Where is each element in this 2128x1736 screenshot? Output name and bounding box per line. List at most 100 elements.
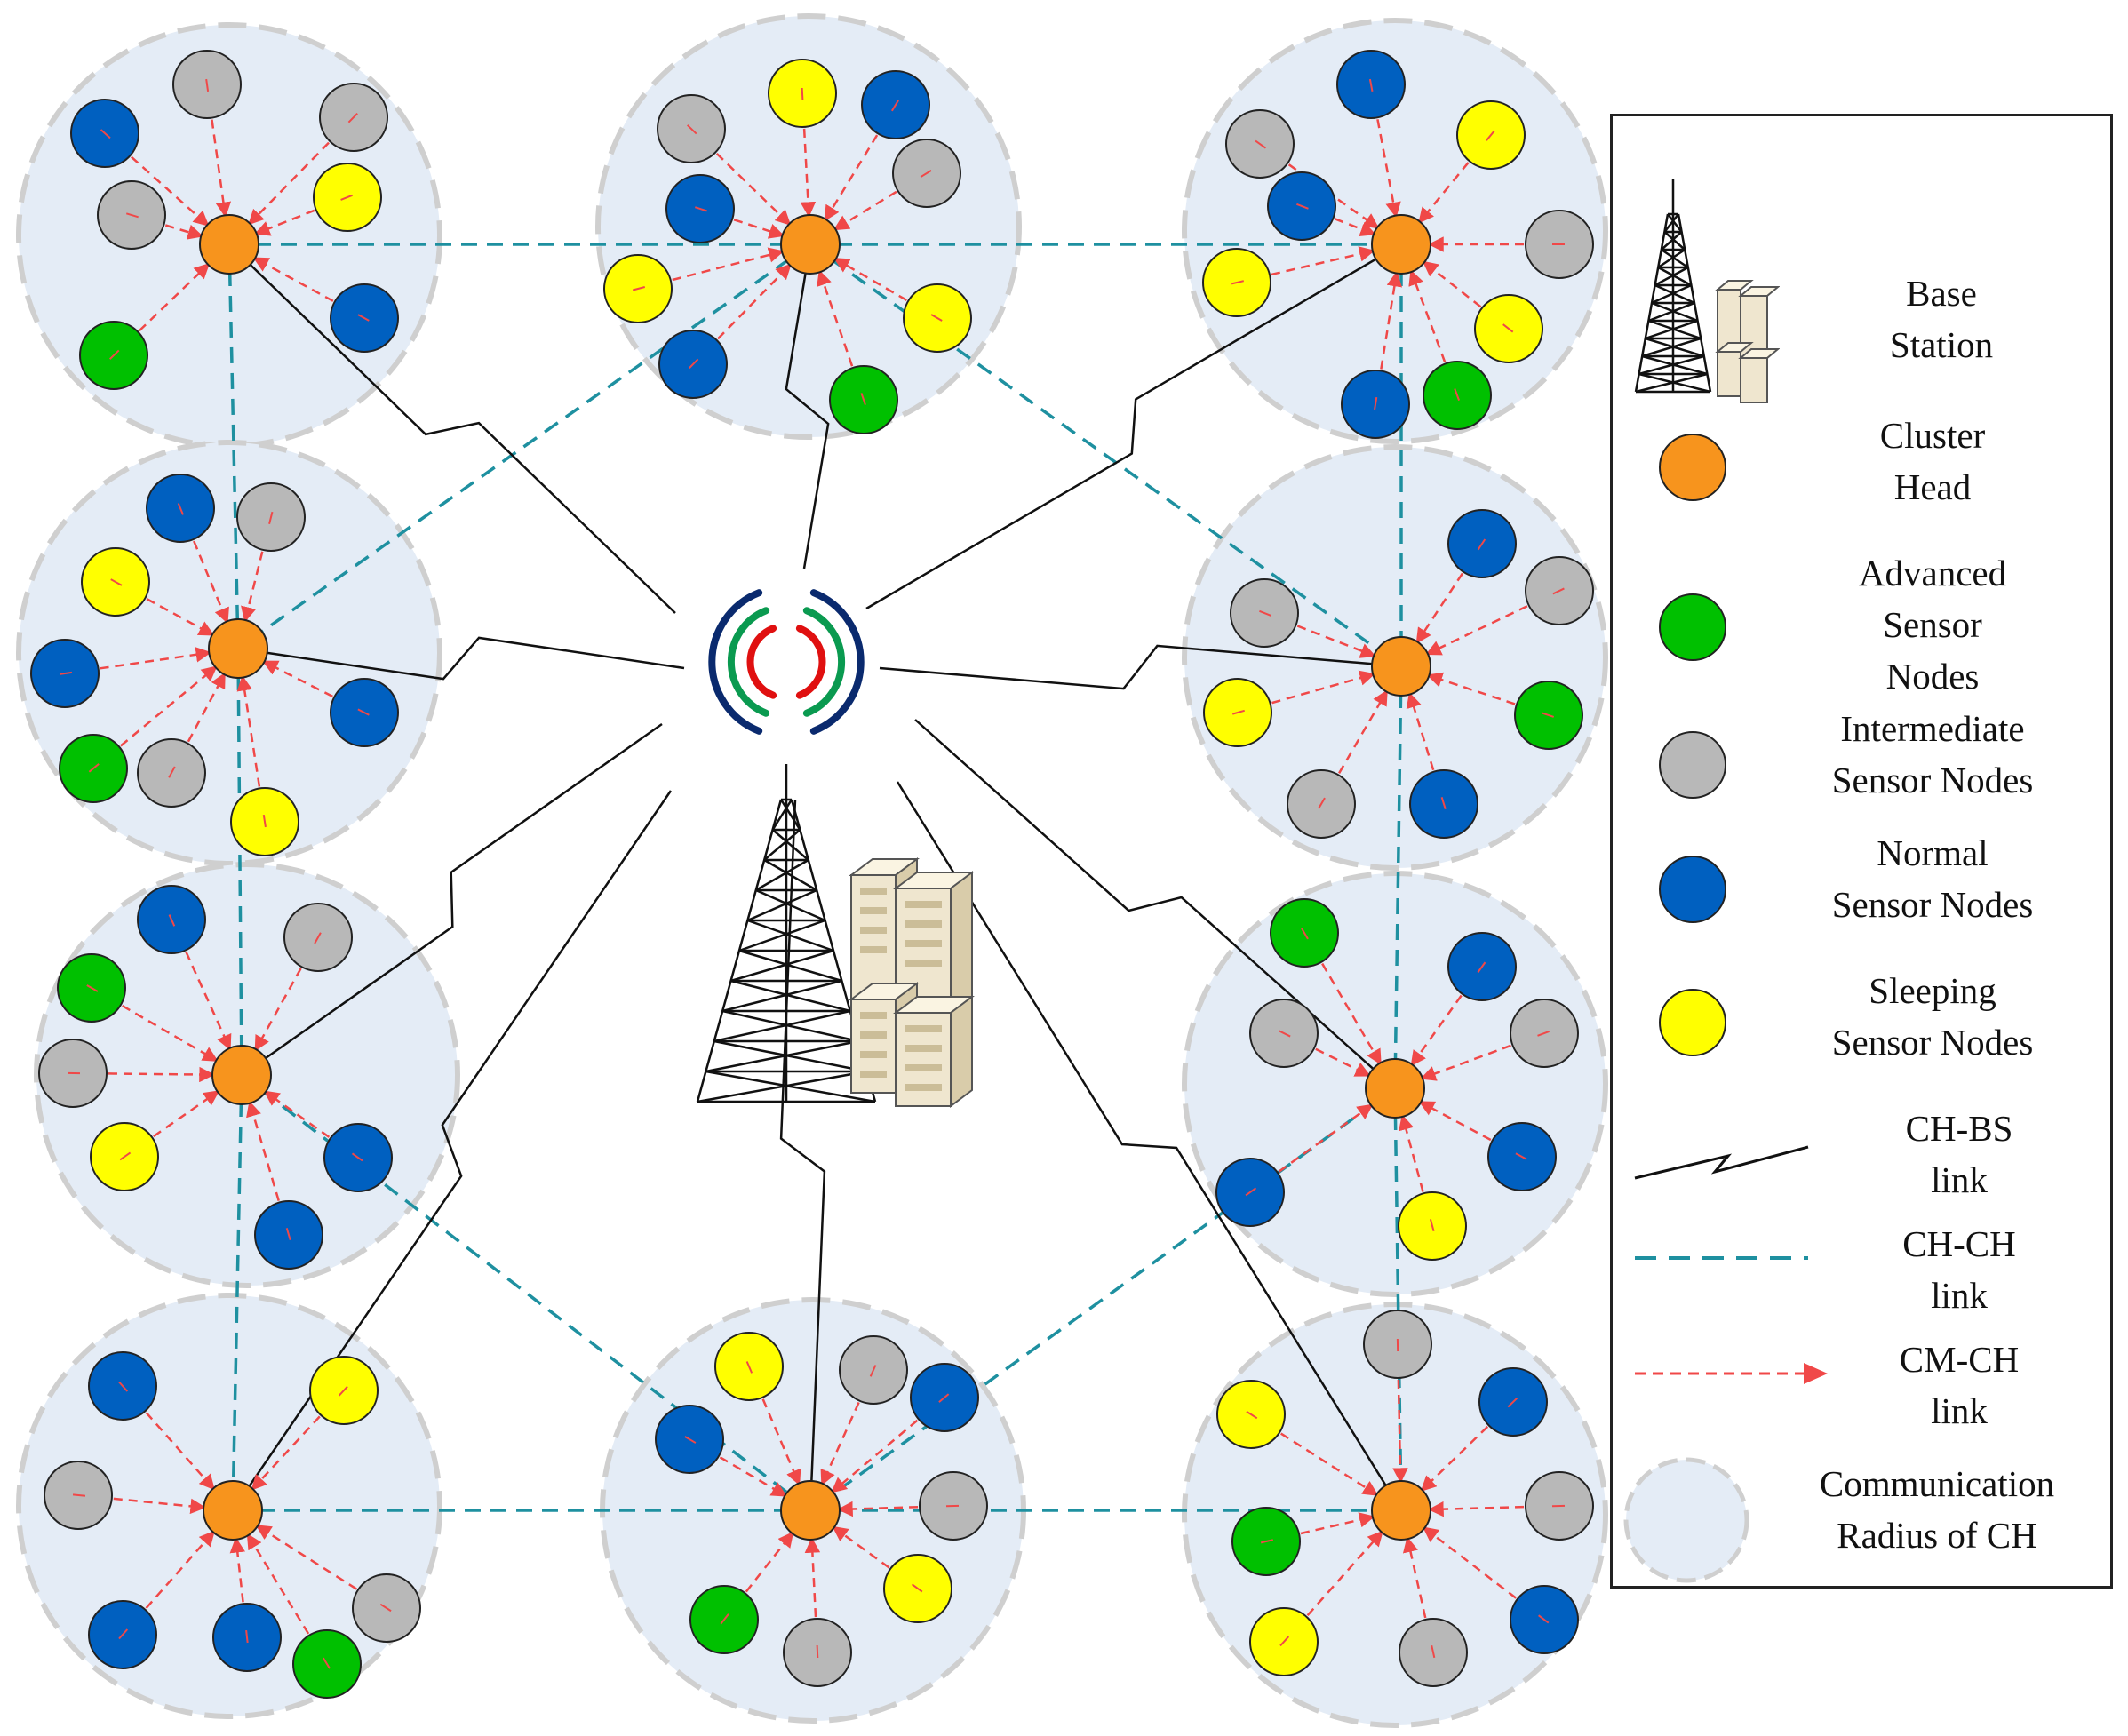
cm-ch-link bbox=[236, 674, 261, 787]
cm-ch-links bbox=[100, 119, 1528, 1635]
legend-label: Intermediate bbox=[1840, 708, 2025, 749]
tower-strut bbox=[1654, 266, 1689, 287]
cm-ch-link bbox=[1420, 1044, 1511, 1081]
cm-ch-link bbox=[261, 660, 333, 698]
node-direction-tick bbox=[1259, 609, 1271, 617]
node-direction-tick bbox=[1507, 1398, 1518, 1408]
base-station-icon bbox=[696, 589, 975, 1108]
node-direction-tick bbox=[108, 349, 120, 360]
server-slot bbox=[905, 920, 942, 928]
cm-ch-link bbox=[1426, 672, 1516, 705]
ch-bs-link-icon bbox=[1634, 1145, 1809, 1180]
node-direction-tick bbox=[1231, 280, 1245, 285]
server-slot bbox=[860, 1051, 887, 1058]
cm-ch-link bbox=[1321, 962, 1382, 1065]
server-slot bbox=[860, 1071, 887, 1078]
cluster-head bbox=[211, 1045, 272, 1105]
node-direction-tick bbox=[920, 170, 932, 179]
node-direction-tick bbox=[1486, 130, 1495, 141]
ch-bs-link bbox=[896, 781, 1403, 1511]
node-direction-tick bbox=[1454, 388, 1461, 401]
node-direction-tick bbox=[110, 578, 123, 586]
ch-ch-link bbox=[231, 1074, 243, 1511]
legend-label: link bbox=[1931, 1390, 1988, 1431]
node-direction-tick bbox=[684, 1436, 697, 1444]
cluster-head bbox=[780, 214, 841, 275]
ch-ch-link bbox=[1393, 665, 1403, 1089]
node-direction-tick bbox=[1301, 928, 1309, 940]
cm-ch-link bbox=[164, 224, 204, 240]
cm-ch-link bbox=[1428, 1501, 1525, 1517]
cm-ch-link bbox=[263, 1090, 331, 1138]
node-direction-tick bbox=[816, 1644, 819, 1659]
cm-ch-link bbox=[1334, 218, 1376, 237]
ch-ch-link bbox=[236, 648, 243, 1076]
cm-ch-link bbox=[804, 1537, 821, 1618]
cm-ch-link bbox=[229, 1537, 246, 1603]
cm-ch-link bbox=[254, 209, 315, 236]
legend-label: Station bbox=[1889, 324, 1994, 365]
cm-ch-link bbox=[733, 219, 785, 239]
tower-strut bbox=[1663, 213, 1679, 233]
cm-ch-link bbox=[837, 1501, 919, 1517]
cm-ch-link bbox=[145, 1412, 215, 1491]
node-direction-tick bbox=[1246, 1410, 1258, 1420]
node-direction-tick bbox=[268, 511, 274, 525]
legend-label: Sensor bbox=[1883, 604, 1982, 645]
cm-ch-link bbox=[717, 263, 792, 340]
node-direction-tick bbox=[1477, 961, 1486, 974]
node-direction-tick bbox=[168, 766, 176, 778]
sensor-nodes bbox=[30, 50, 1594, 1699]
legend-label: Radius of CH bbox=[1837, 1515, 2037, 1556]
legend-label: Sensor Nodes bbox=[1831, 1022, 2034, 1063]
tower-strut bbox=[697, 1070, 867, 1103]
cluster-head bbox=[1365, 1058, 1425, 1119]
server-slot bbox=[860, 888, 887, 895]
tower-strut bbox=[1635, 372, 1708, 394]
tower-strut bbox=[1660, 231, 1683, 251]
cluster-head bbox=[1371, 636, 1431, 697]
cm-ch-link bbox=[833, 190, 897, 231]
cm-ch-link bbox=[1338, 689, 1389, 775]
node-direction-tick bbox=[745, 1361, 753, 1374]
tower-strut bbox=[771, 829, 809, 861]
node-direction-tick bbox=[1552, 587, 1565, 595]
cluster-head bbox=[1371, 214, 1431, 275]
intermediate-node-icon bbox=[1659, 731, 1726, 799]
node-direction-tick bbox=[1318, 797, 1326, 809]
tower-strut bbox=[1667, 213, 1683, 233]
server-unit bbox=[1740, 357, 1768, 403]
tower-strut bbox=[730, 949, 834, 983]
ch-bs-link bbox=[879, 644, 1402, 690]
server-slot bbox=[905, 1084, 942, 1091]
node-direction-tick bbox=[689, 358, 699, 369]
tower-strut bbox=[713, 1009, 851, 1043]
legend-label: Head bbox=[1893, 466, 1972, 507]
cm-ch-link bbox=[100, 647, 212, 670]
cm-ch-link bbox=[833, 257, 908, 302]
tower-strut bbox=[1657, 266, 1692, 287]
legend-label: Base bbox=[1906, 273, 1977, 314]
legend-label: Advanced bbox=[1858, 553, 2007, 593]
node-direction-tick bbox=[1296, 203, 1309, 210]
ch-bs-link bbox=[228, 243, 676, 614]
node-direction-tick bbox=[119, 1151, 132, 1161]
cm-ch-link bbox=[1380, 270, 1403, 370]
cm-ch-link bbox=[824, 134, 879, 222]
node-direction-tick bbox=[205, 78, 210, 92]
node-direction-tick bbox=[168, 914, 176, 927]
cm-ch-link bbox=[1423, 1526, 1517, 1599]
legend-label: Nodes bbox=[1885, 656, 1980, 697]
node-direction-tick bbox=[88, 763, 100, 773]
tower-strut bbox=[705, 1070, 876, 1103]
node-direction-tick bbox=[1279, 1636, 1290, 1647]
cluster-head bbox=[199, 214, 259, 275]
tower-strut bbox=[1654, 283, 1695, 305]
cm-ch-link bbox=[745, 1531, 794, 1593]
node-direction-tick bbox=[285, 1228, 291, 1241]
legend-label: Sensor Nodes bbox=[1831, 884, 2034, 925]
node-direction-tick bbox=[262, 814, 267, 828]
node-direction-tick bbox=[100, 129, 111, 139]
cm-ch-link bbox=[120, 665, 218, 747]
cm-ch-link bbox=[831, 1419, 919, 1493]
